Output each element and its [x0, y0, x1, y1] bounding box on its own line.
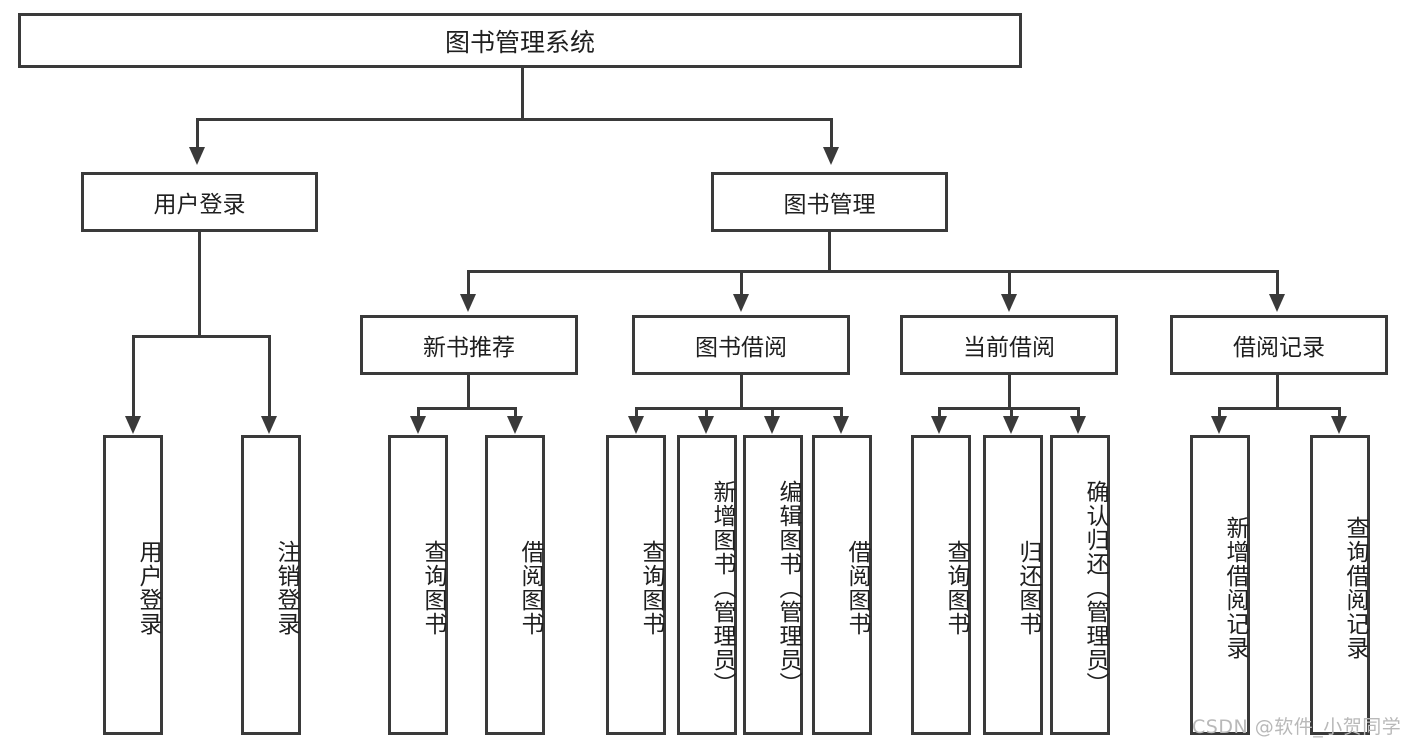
node-leaf-user-login[interactable]: 用户登录	[103, 435, 163, 735]
node-book-management-label: 图书管理	[783, 192, 876, 218]
edge-bb-to-borrow	[840, 407, 843, 419]
node-leaf-user-login-label: 用户登录	[135, 540, 161, 636]
edge-nb-to-borrow	[514, 407, 517, 419]
node-leaf-query-book-3-label: 查询图书	[943, 540, 969, 636]
arrowhead-leaf-return-book	[1003, 416, 1019, 434]
node-user-login[interactable]: 用户登录	[81, 172, 318, 232]
node-book-borrow[interactable]: 图书借阅	[632, 315, 850, 375]
edge-current-borrow-bar	[938, 407, 1080, 410]
node-borrow-record[interactable]: 借阅记录	[1170, 315, 1388, 375]
node-root-label: 图书管理系统	[444, 27, 595, 57]
arrowhead-leaf-borrow-book-2	[833, 416, 849, 434]
node-leaf-add-record-label: 新增借阅记录	[1222, 516, 1248, 660]
edge-br-to-query	[1338, 407, 1341, 419]
node-leaf-borrow-book-2-label: 借阅图书	[844, 540, 870, 636]
edge-cb-to-query	[938, 407, 941, 419]
arrowhead-leaf-query-book-1	[410, 416, 426, 434]
edge-root-to-user-login	[196, 118, 199, 148]
node-leaf-query-book-1-label: 查询图书	[420, 540, 446, 636]
node-leaf-user-logout[interactable]: 注销登录	[241, 435, 301, 735]
edge-user-login-stem	[198, 232, 201, 338]
edge-bb-to-query	[635, 407, 638, 419]
edge-new-book-bar	[417, 407, 517, 410]
node-leaf-query-book-3[interactable]: 查询图书	[911, 435, 971, 735]
edge-cb-to-confirm	[1077, 407, 1080, 419]
node-leaf-return-book[interactable]: 归还图书	[983, 435, 1043, 735]
arrowhead-book-management	[823, 147, 839, 165]
edge-bb-to-add	[705, 407, 708, 419]
node-leaf-confirm-return-label: 确认归还（管理员）	[1082, 480, 1108, 696]
node-leaf-add-book-label: 新增图书（管理员）	[709, 480, 735, 696]
node-leaf-confirm-return[interactable]: 确认归还（管理员）	[1050, 435, 1110, 735]
edge-new-book-stem	[467, 375, 470, 410]
node-book-borrow-label: 图书借阅	[695, 335, 787, 361]
edge-br-to-add	[1218, 407, 1221, 419]
node-root[interactable]: 图书管理系统	[18, 13, 1022, 68]
edge-borrow-record-bar	[1218, 407, 1341, 410]
edge-book-management-bar	[467, 270, 1279, 273]
node-new-book-recommend-label: 新书推荐	[423, 335, 515, 361]
node-leaf-edit-book[interactable]: 编辑图书（管理员）	[743, 435, 803, 735]
node-new-book-recommend[interactable]: 新书推荐	[360, 315, 578, 375]
node-leaf-query-book-2[interactable]: 查询图书	[606, 435, 666, 735]
arrowhead-leaf-edit-book	[764, 416, 780, 434]
arrowhead-borrow-record	[1269, 294, 1285, 312]
edge-user-login-bar	[132, 335, 271, 338]
node-current-borrow[interactable]: 当前借阅	[900, 315, 1118, 375]
node-leaf-query-record[interactable]: 查询借阅记录	[1310, 435, 1370, 735]
node-leaf-query-record-label: 查询借阅记录	[1342, 516, 1368, 660]
arrowhead-leaf-query-book-2	[628, 416, 644, 434]
arrowhead-leaf-borrow-book-1	[507, 416, 523, 434]
node-user-login-label: 用户登录	[153, 192, 246, 218]
arrowhead-user-login	[189, 147, 205, 165]
edge-book-management-stem	[828, 232, 831, 273]
node-leaf-borrow-book-1-label: 借阅图书	[517, 540, 543, 636]
edge-current-borrow-stem	[1008, 375, 1011, 410]
watermark-text: CSDN @软件_小贺同学	[1192, 716, 1402, 738]
arrowhead-leaf-query-book-3	[931, 416, 947, 434]
arrowhead-new-book-recommend	[460, 294, 476, 312]
node-book-management[interactable]: 图书管理	[711, 172, 948, 232]
edge-bm-to-book-borrow	[740, 270, 743, 295]
arrowhead-leaf-confirm-return	[1070, 416, 1086, 434]
edge-user-login-to-leaf-1	[132, 335, 135, 417]
node-leaf-query-book-1[interactable]: 查询图书	[388, 435, 448, 735]
edge-bm-to-current-borrow	[1008, 270, 1011, 295]
arrowhead-leaf-query-record	[1331, 416, 1347, 434]
edge-cb-to-return	[1010, 407, 1013, 419]
edge-bm-to-borrow-record	[1276, 270, 1279, 295]
edge-user-login-to-leaf-2	[268, 335, 271, 417]
edge-book-borrow-bar	[635, 407, 842, 410]
edge-bm-to-new-book	[467, 270, 470, 295]
arrowhead-leaf-add-book	[698, 416, 714, 434]
node-leaf-edit-book-label: 编辑图书（管理员）	[775, 480, 801, 696]
arrowhead-leaf-add-record	[1211, 416, 1227, 434]
node-current-borrow-label: 当前借阅	[963, 335, 1055, 361]
edge-nb-to-query	[417, 407, 420, 419]
arrowhead-current-borrow	[1001, 294, 1017, 312]
node-leaf-add-record[interactable]: 新增借阅记录	[1190, 435, 1250, 735]
arrowhead-leaf-user-login	[125, 416, 141, 434]
node-leaf-query-book-2-label: 查询图书	[638, 540, 664, 636]
node-leaf-borrow-book-1[interactable]: 借阅图书	[485, 435, 545, 735]
node-borrow-record-label: 借阅记录	[1233, 335, 1325, 361]
edge-root-to-book-management	[830, 118, 833, 148]
node-leaf-user-logout-label: 注销登录	[273, 540, 299, 636]
edge-borrow-record-stem	[1276, 375, 1279, 410]
edge-root-stem	[521, 68, 524, 120]
node-leaf-return-book-label: 归还图书	[1015, 540, 1041, 636]
edge-book-borrow-stem	[740, 375, 743, 410]
edge-root-bar	[196, 118, 833, 121]
node-leaf-borrow-book-2[interactable]: 借阅图书	[812, 435, 872, 735]
node-leaf-add-book[interactable]: 新增图书（管理员）	[677, 435, 737, 735]
arrowhead-leaf-user-logout	[261, 416, 277, 434]
edge-bb-to-edit	[771, 407, 774, 419]
arrowhead-book-borrow	[733, 294, 749, 312]
